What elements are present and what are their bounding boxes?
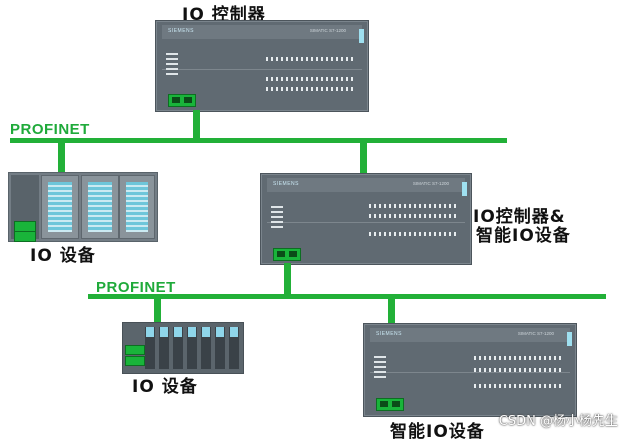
profinet-bus-1 [10,138,507,143]
plc-model-text: SIMATIC S7-1200 [412,181,449,186]
profinet-bus-2 [88,294,606,299]
controller-smart-label-line1: IO控制器& [473,207,566,227]
smart-io-device-plc: SIEMENS SIMATIC S7-1200 [363,323,577,417]
io-controller-plc: SIEMENS SIMATIC S7-1200 [155,20,369,112]
plc-model-text: SIMATIC S7-1200 [517,331,554,336]
plc-ethernet-port [376,398,404,411]
smart-device-label: 智能IO设备 [390,422,485,442]
profinet-label-1: PROFINET [10,121,90,138]
io-device-et200 [122,322,244,374]
io-device-label-1: IO 设备 [30,246,96,266]
profinet-label-2: PROFINET [96,279,176,296]
controller-smart-label-line2: 智能IO设备 [476,226,571,246]
plc-ethernet-port [168,94,196,107]
plc-brand-text: SIEMENS [273,181,300,187]
controller-smart-device-plc: SIEMENS SIMATIC S7-1200 [260,173,472,265]
io-device-label-2: IO 设备 [132,377,198,397]
io-device-rack-1 [8,172,158,242]
plc-brand-text: SIEMENS [376,331,403,337]
plc-brand-text: SIEMENS [168,28,195,34]
plc-model-text: SIMATIC S7-1200 [309,28,346,33]
watermark-text: CSDN @杨小杨先生 [498,414,618,429]
plc-ethernet-port [273,248,301,261]
